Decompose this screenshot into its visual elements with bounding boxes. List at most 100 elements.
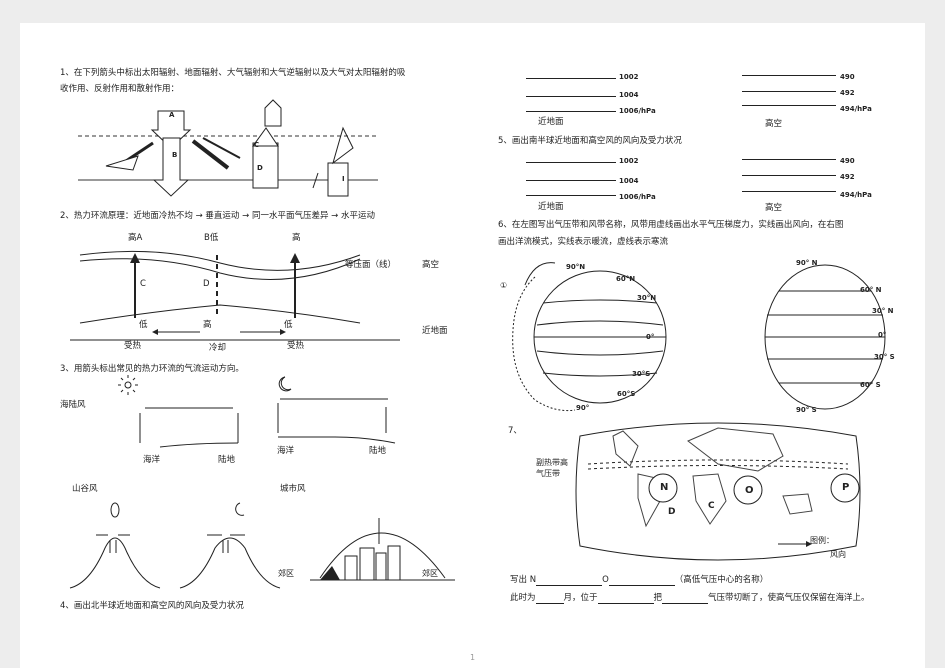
q2-under-3: 受热	[287, 341, 305, 351]
label-A: A	[169, 111, 175, 119]
left-lat-30N: 30°N	[637, 294, 657, 302]
q3-land-sea: 海陆风	[60, 400, 86, 410]
right-lat-90N: 90° N	[796, 259, 818, 267]
isobar-line	[526, 111, 616, 112]
blank-belt[interactable]	[662, 594, 709, 604]
q2-text: 2、热力环流原理：近地面冷热不均 → 垂直运动 → 同一水平面气压差异 → 水平…	[60, 211, 375, 221]
q7-D: D	[668, 507, 676, 517]
q6-text-line1: 6、在左图写出气压带和风带名称，风带用虚线画出水平气压梯度力，实线画出风向，在右…	[498, 220, 844, 230]
q7-C: C	[708, 501, 715, 511]
blank-month[interactable]	[535, 594, 564, 604]
q4-high: 高空	[765, 119, 783, 129]
q5-high: 高空	[765, 203, 783, 213]
q5-left-p2: 1004	[619, 177, 639, 185]
thermal-circulation-diagram	[70, 250, 400, 341]
q7-belt-line1: 副热带高	[536, 458, 568, 467]
isobar-line	[526, 180, 616, 181]
q2-under-2: 冷却	[209, 343, 227, 353]
q7-fill-line2: 此时为月，位于把气压带切断了，使高气压仅保留在海洋上。	[510, 593, 870, 604]
q5-right-p3: 494/hPa	[840, 191, 872, 199]
q1-text-line1: 1、在下列箭头中标出太阳辐射、地面辐射、大气辐射和大气逆辐射以及大气对太阳辐射的…	[60, 68, 406, 78]
q2-near-ground: 近地面	[422, 326, 448, 336]
q3-land-1: 陆地	[218, 455, 236, 465]
q7-belt-line2: 气压带	[536, 469, 560, 478]
q2-high-air: 高空	[422, 260, 440, 270]
label-B: B	[172, 151, 178, 159]
q2-under-1: 受热	[124, 341, 142, 351]
isobar-line	[742, 91, 836, 92]
q2-top-high: 高	[292, 233, 301, 243]
left-lat-60N: 60°N	[616, 275, 636, 283]
q4-right-p2: 492	[840, 89, 855, 97]
isobar-line	[526, 96, 616, 97]
q7-num: 7、	[508, 426, 522, 436]
isobar-line	[526, 78, 616, 79]
right-lat-30N: 30° N	[872, 307, 894, 315]
q2-D: D	[203, 279, 210, 289]
q5-text: 5、画出南半球近地面和高空风的风向及受力状况	[498, 136, 682, 146]
q6-circle-num: ①	[500, 281, 508, 290]
q7-legend: 图例：	[810, 536, 834, 545]
page-number: 1	[470, 653, 476, 662]
isobar-line	[742, 175, 836, 176]
q3-text: 3、用箭头标出常见的热力环流的气流运动方向。	[60, 364, 244, 374]
q5-left-p1: 1002	[619, 157, 639, 165]
q3-land-2: 陆地	[369, 446, 387, 456]
q2-top-B: B低	[204, 233, 219, 243]
q2-top-A: 高A	[128, 233, 143, 243]
q5-left-p3: 1006/hPa	[619, 193, 656, 201]
blank-location[interactable]	[597, 594, 654, 604]
right-lat-60S: 60° S	[860, 381, 881, 389]
worksheet-page: 1、在下列箭头中标出太阳辐射、地面辐射、大气辐射和大气逆辐射以及大气对太阳辐射的…	[20, 23, 925, 668]
isobar-line	[742, 75, 836, 76]
left-lat-0: 0°	[646, 333, 655, 341]
q5-near: 近地面	[538, 202, 564, 212]
left-lat-60S: 60°S	[617, 390, 636, 398]
q2-isobar: 等压面（线）	[345, 260, 397, 270]
q2-C: C	[140, 279, 146, 289]
left-lat-30S: 30°S	[632, 370, 651, 378]
right-lat-60N: 60° N	[860, 286, 882, 294]
q3-suburb-left: 郊区	[278, 569, 294, 578]
center-O: O	[745, 485, 754, 496]
blank-N[interactable]	[536, 576, 603, 586]
q2-bottom-high: 高	[203, 320, 212, 330]
blank-O[interactable]	[608, 576, 675, 586]
q4-left-p2: 1004	[619, 91, 639, 99]
left-lat-90S: 90°	[576, 404, 590, 412]
q6-text-line2: 画出洋流模式，实线表示暖流，虚线表示寒流	[498, 237, 669, 247]
q4-right-p1: 490	[840, 73, 855, 81]
q4-left-p1: 1002	[619, 73, 639, 81]
right-lat-90S: 90° S	[796, 406, 817, 414]
q2-bottom-low2: 低	[284, 320, 293, 330]
q5-right-p1: 490	[840, 157, 855, 165]
center-P: P	[842, 482, 850, 493]
isobar-line	[526, 195, 616, 196]
q7-legend-wind: 风向	[830, 550, 846, 559]
globe-diagrams	[512, 262, 886, 411]
radiation-arrows-diagram	[78, 99, 378, 197]
q4-text: 4、画出北半球近地面和高空风的风向及受力状况	[60, 601, 244, 611]
q1-text-line2: 收作用、反射作用和散射作用：	[60, 84, 180, 94]
left-lat-90N: 90°N	[566, 263, 586, 271]
right-lat-0: 0°	[878, 331, 887, 339]
right-lat-30S: 30° S	[874, 353, 895, 361]
label-I: I	[342, 175, 345, 183]
q3-ocean-1: 海洋	[143, 455, 161, 465]
isobar-line	[526, 162, 616, 163]
world-map	[575, 422, 861, 561]
label-D: D	[257, 164, 263, 172]
valley-city-wind-diagram	[69, 502, 455, 589]
q4-left-p3: 1006/hPa	[619, 107, 656, 115]
land-sea-breeze-diagram	[118, 375, 396, 448]
q3-city-wind: 城市风	[280, 484, 306, 494]
q4-near: 近地面	[538, 117, 564, 127]
q3-ocean-2: 海洋	[277, 446, 295, 456]
q5-right-p2: 492	[840, 173, 855, 181]
isobar-line	[742, 159, 836, 160]
q3-valley: 山谷风	[72, 484, 98, 494]
isobar-line	[742, 105, 836, 106]
center-N: N	[660, 482, 669, 493]
label-C: C	[254, 141, 260, 149]
